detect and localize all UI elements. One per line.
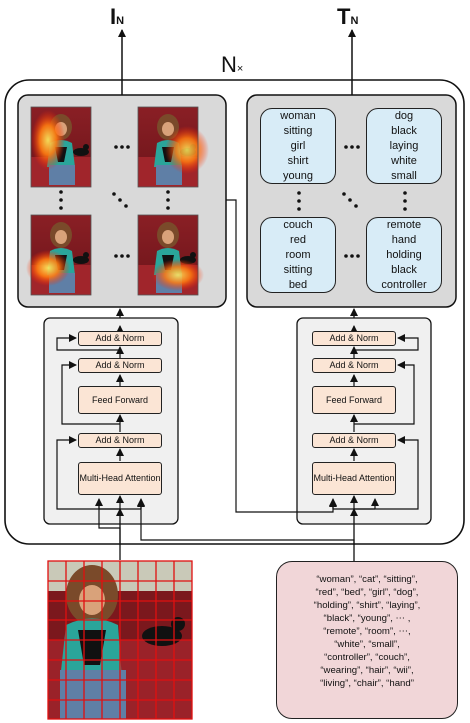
text-add-norm-top: Add & Norm: [312, 331, 396, 346]
token-line: “remote”, “room”, ⋯,: [323, 626, 411, 637]
text-feed-forward: Feed Forward: [312, 386, 396, 414]
token-line: “holding”, “shirt”, “laying”,: [313, 600, 421, 611]
image-panel-dots: [59, 145, 170, 258]
token-line: “black”, “young”, ⋯ ,: [323, 613, 411, 624]
heatmap-thumb-top-left: [30, 106, 92, 188]
image-add-norm-top: Add & Norm: [78, 331, 162, 346]
text-output-title: TN: [337, 4, 359, 29]
image-multi-head-attention: Multi-Head Attention: [78, 462, 162, 495]
token-line: “woman”, “cat”, “sitting”,: [316, 574, 418, 585]
text-panel-dots: [297, 145, 407, 258]
heatmap-thumb-bottom-right: [137, 214, 204, 296]
image-encoder-connections: [56, 325, 145, 510]
text-add-norm-bottom: Add & Norm: [312, 433, 396, 448]
token-line: “controller”, “couch”,: [324, 652, 410, 663]
text-add-norm-middle: Add & Norm: [312, 358, 396, 373]
repeat-label: N×: [221, 52, 244, 77]
heatmap-thumb-bottom-left: [26, 214, 92, 296]
input-token-list: “woman”, “cat”, “sitting”, “red”, “bed”,…: [276, 561, 458, 719]
heatmap-thumb-top-right: [137, 106, 209, 188]
token-line: “white”, “small”,: [334, 639, 400, 650]
token-line: “red”, “bed”, “girl”, “dog”,: [315, 587, 419, 598]
token-line: “living”, “chair”, “hand”: [320, 678, 414, 689]
image-feed-forward: Feed Forward: [78, 386, 162, 414]
token-line: “wearing”, “hair”, “wii”,: [320, 665, 414, 676]
image-add-norm-bottom: Add & Norm: [78, 433, 162, 448]
text-multi-head-attention: Multi-Head Attention: [312, 462, 396, 495]
image-add-norm-middle: Add & Norm: [78, 358, 162, 373]
image-output-title: IN: [110, 4, 125, 29]
patch-grid: [47, 560, 193, 720]
